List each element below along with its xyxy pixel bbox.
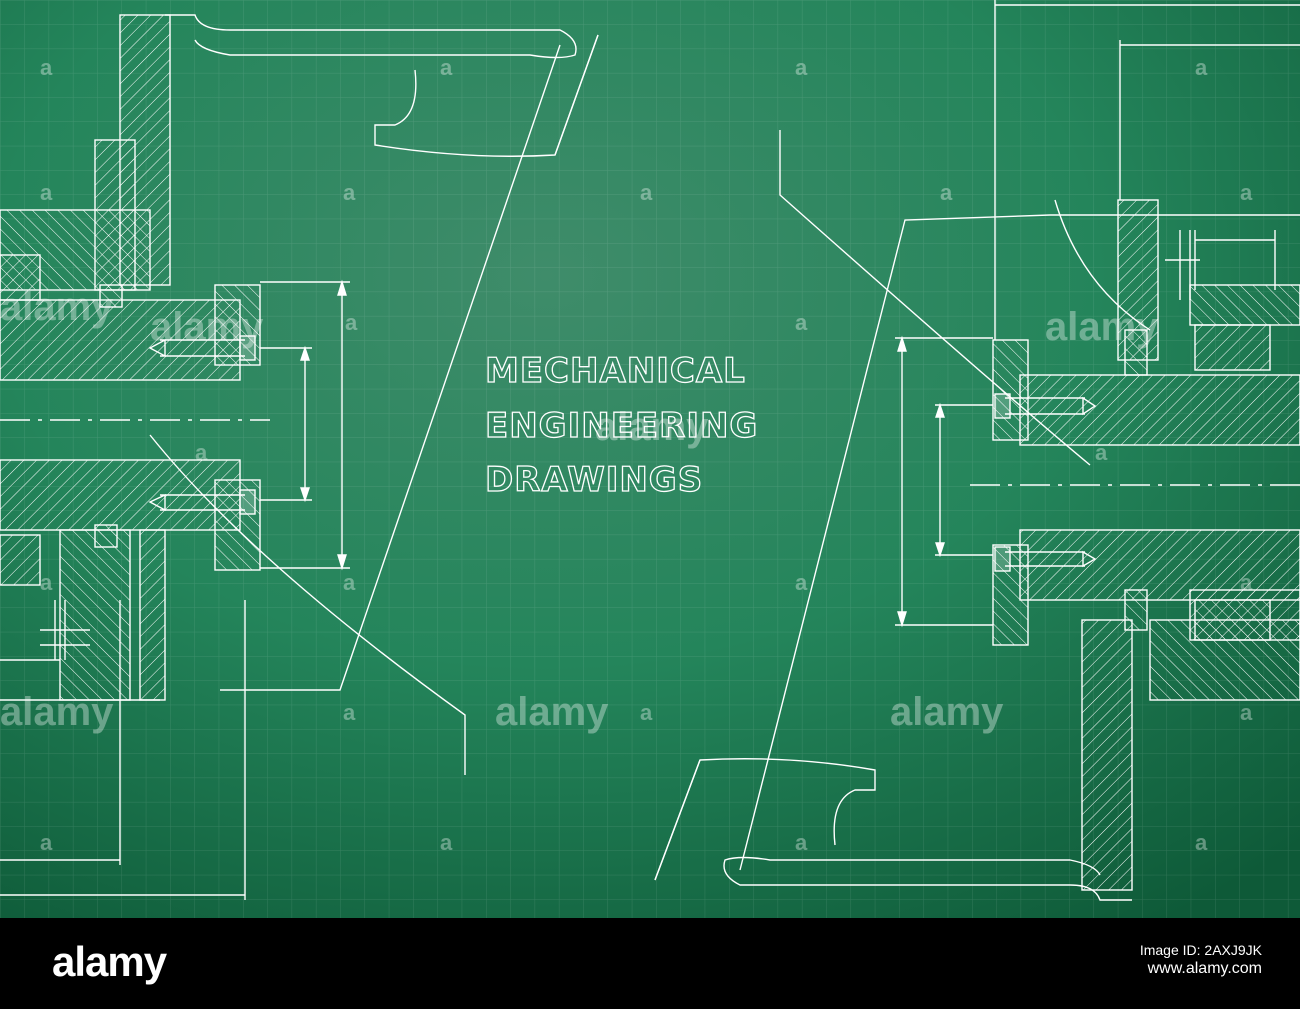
svg-text:alamy: alamy bbox=[1045, 305, 1159, 349]
svg-text:a: a bbox=[40, 830, 53, 855]
right-mechanism bbox=[654, 0, 1300, 901]
title-line-2: ENGINEERING bbox=[485, 406, 758, 446]
image-id: Image ID: 2AXJ9JK bbox=[1139, 942, 1262, 958]
svg-text:alamy: alamy bbox=[150, 305, 264, 349]
svg-text:a: a bbox=[343, 180, 356, 205]
svg-text:alamy: alamy bbox=[595, 405, 709, 449]
svg-text:a: a bbox=[40, 55, 53, 80]
left-mechanism bbox=[0, 14, 599, 900]
image-info: Image ID: 2AXJ9JK www.alamy.com bbox=[1140, 942, 1262, 978]
svg-text:alamy: alamy bbox=[0, 285, 114, 329]
svg-text:a: a bbox=[795, 570, 808, 595]
site-url[interactable]: www.alamy.com bbox=[1147, 960, 1262, 977]
svg-text:a: a bbox=[343, 570, 356, 595]
svg-text:a: a bbox=[1240, 700, 1253, 725]
title-line-1: MECHANICAL bbox=[485, 351, 746, 391]
svg-text:a: a bbox=[1195, 830, 1208, 855]
svg-text:alamy: alamy bbox=[0, 690, 114, 734]
alamy-logo[interactable]: alamy bbox=[52, 938, 167, 985]
svg-text:a: a bbox=[1095, 440, 1108, 465]
title: MECHANICAL ENGINEERING DRAWINGS bbox=[484, 350, 758, 500]
svg-text:a: a bbox=[1240, 180, 1253, 205]
title-line-3: DRAWINGS bbox=[485, 460, 703, 500]
svg-text:a: a bbox=[795, 830, 808, 855]
footer-bar: alamy Image ID: 2AXJ9JK www.alamy.com bbox=[0, 918, 1300, 1009]
svg-text:a: a bbox=[195, 440, 208, 465]
svg-text:a: a bbox=[1195, 55, 1208, 80]
svg-text:a: a bbox=[1240, 570, 1253, 595]
svg-text:a: a bbox=[640, 700, 653, 725]
svg-text:alamy: alamy bbox=[890, 690, 1004, 734]
svg-text:a: a bbox=[440, 830, 453, 855]
svg-text:a: a bbox=[940, 180, 953, 205]
blueprint-drawing: alamy alamy alamy alamy alamy alamy alam… bbox=[0, 0, 1300, 918]
svg-text:a: a bbox=[795, 55, 808, 80]
svg-text:a: a bbox=[345, 310, 358, 335]
svg-text:a: a bbox=[440, 55, 453, 80]
svg-text:a: a bbox=[343, 700, 356, 725]
svg-text:alamy: alamy bbox=[495, 690, 609, 734]
svg-text:a: a bbox=[40, 180, 53, 205]
svg-text:a: a bbox=[795, 310, 808, 335]
watermarks: alamy alamy alamy alamy alamy alamy alam… bbox=[0, 55, 1253, 855]
svg-text:a: a bbox=[640, 180, 653, 205]
svg-text:a: a bbox=[40, 570, 53, 595]
